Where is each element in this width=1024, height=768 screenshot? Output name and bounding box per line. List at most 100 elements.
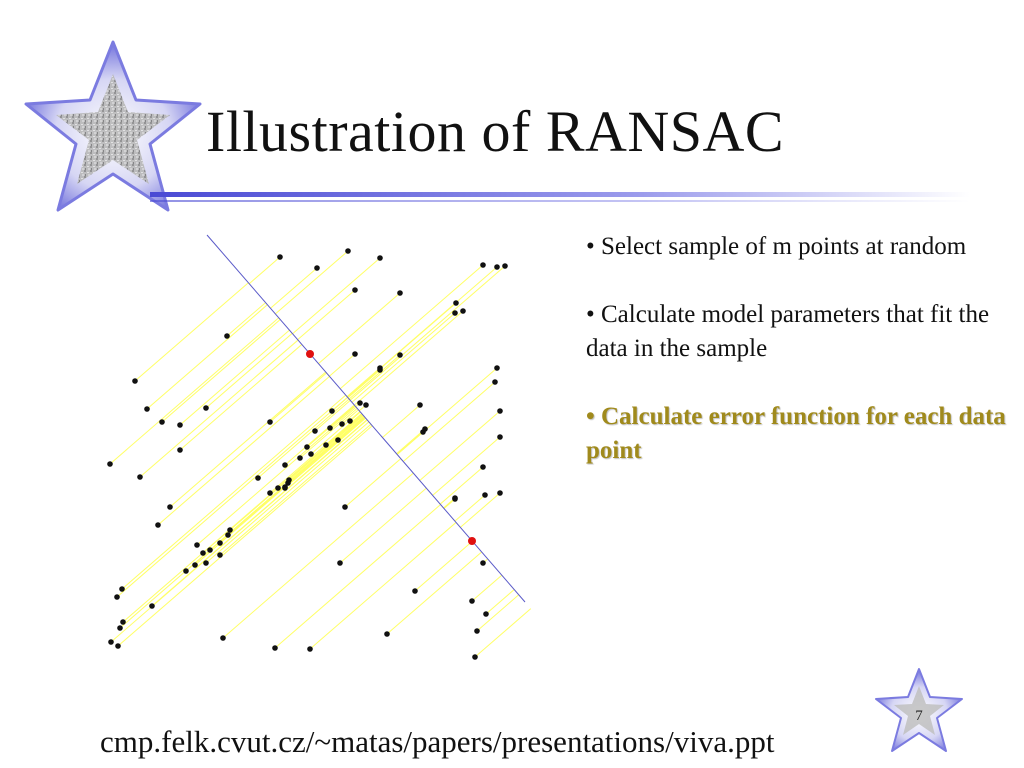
residual-line [226, 302, 266, 337]
residual-line [299, 408, 358, 459]
page-star-icon [875, 668, 963, 752]
residual-line [205, 421, 370, 564]
sample-point [306, 350, 314, 358]
residual-line [349, 265, 506, 401]
residual-line [485, 589, 515, 615]
residual-line [454, 494, 486, 522]
residual-line [419, 410, 501, 481]
data-point [277, 254, 283, 260]
data-point [384, 631, 390, 637]
data-point [323, 442, 329, 448]
data-point [207, 547, 213, 553]
residual-line [292, 257, 381, 335]
title-underline [150, 192, 970, 202]
data-point [474, 628, 480, 634]
residual-line [354, 310, 464, 406]
residual-line [346, 367, 381, 397]
residual-line [396, 428, 426, 455]
residual-line [460, 492, 501, 528]
residual-line [341, 409, 359, 425]
data-point [272, 645, 278, 651]
ransac-figure [107, 234, 532, 660]
residual-line [386, 551, 482, 635]
residual-line [161, 319, 281, 423]
data-point [132, 378, 138, 384]
residual-line [344, 458, 402, 508]
residual-line [310, 411, 361, 455]
data-point [494, 264, 500, 270]
residual-line [309, 522, 457, 650]
data-point [183, 568, 189, 574]
data-point [149, 603, 155, 609]
data-point [480, 464, 486, 470]
data-point [345, 248, 351, 254]
data-point [220, 635, 226, 641]
data-point [377, 255, 383, 261]
bullet-list: • Select sample of m points at random • … [586, 230, 1006, 502]
data-point [417, 402, 423, 408]
data-point [203, 405, 209, 411]
data-point [167, 504, 173, 510]
data-point [119, 586, 125, 592]
data-point [275, 485, 281, 491]
footer-url: cmp.felk.cvut.cz/~matas/papers/presentat… [100, 724, 775, 759]
data-point [255, 475, 261, 481]
residual-line [110, 419, 368, 643]
residual-line [284, 404, 355, 466]
data-point [115, 643, 121, 649]
residual-line [248, 256, 281, 285]
residual-line [329, 405, 356, 429]
residual-line [139, 339, 299, 478]
data-point [227, 527, 233, 533]
data-point [482, 492, 488, 498]
data-point [224, 333, 230, 339]
data-point [460, 308, 466, 314]
residual-line [275, 250, 349, 315]
data-point [225, 532, 231, 538]
data-point [337, 560, 343, 566]
residual-line [348, 354, 401, 400]
sample-point [468, 537, 476, 545]
data-point [137, 474, 143, 480]
star-logo-icon [24, 40, 202, 212]
data-point [267, 419, 273, 425]
data-point [177, 447, 183, 453]
data-point [502, 263, 508, 269]
residual-line [351, 312, 456, 403]
residual-line [205, 332, 293, 409]
data-point [339, 421, 345, 427]
data-point [397, 352, 403, 358]
data-point [452, 310, 458, 316]
data-point [363, 402, 369, 408]
data-point [483, 611, 489, 617]
data-point [327, 425, 333, 431]
data-point [304, 444, 310, 450]
residual-line [179, 344, 303, 451]
residual-line [121, 394, 347, 590]
residual-line [314, 400, 351, 432]
data-point [108, 639, 114, 645]
residual-line [339, 487, 427, 564]
data-point [192, 562, 198, 568]
residual-line [169, 371, 327, 508]
data-point [452, 496, 458, 502]
residual-line [122, 414, 363, 623]
data-point [357, 400, 363, 406]
data-points [107, 248, 508, 660]
residual-line [471, 574, 503, 602]
data-point [200, 550, 206, 556]
data-point [480, 262, 486, 268]
bullet-item-highlighted: • Calculate error function for each data… [586, 403, 1006, 464]
data-point [297, 455, 303, 461]
residual-line [116, 396, 348, 598]
page-number: 7 [915, 708, 923, 724]
data-point [342, 504, 348, 510]
residual-line [157, 376, 330, 526]
residual-line [329, 353, 356, 377]
data-point [497, 490, 503, 496]
data-point [282, 484, 288, 490]
data-point [347, 418, 353, 424]
residual-line [432, 436, 501, 496]
data-point [194, 542, 200, 548]
residual-line [382, 404, 421, 438]
